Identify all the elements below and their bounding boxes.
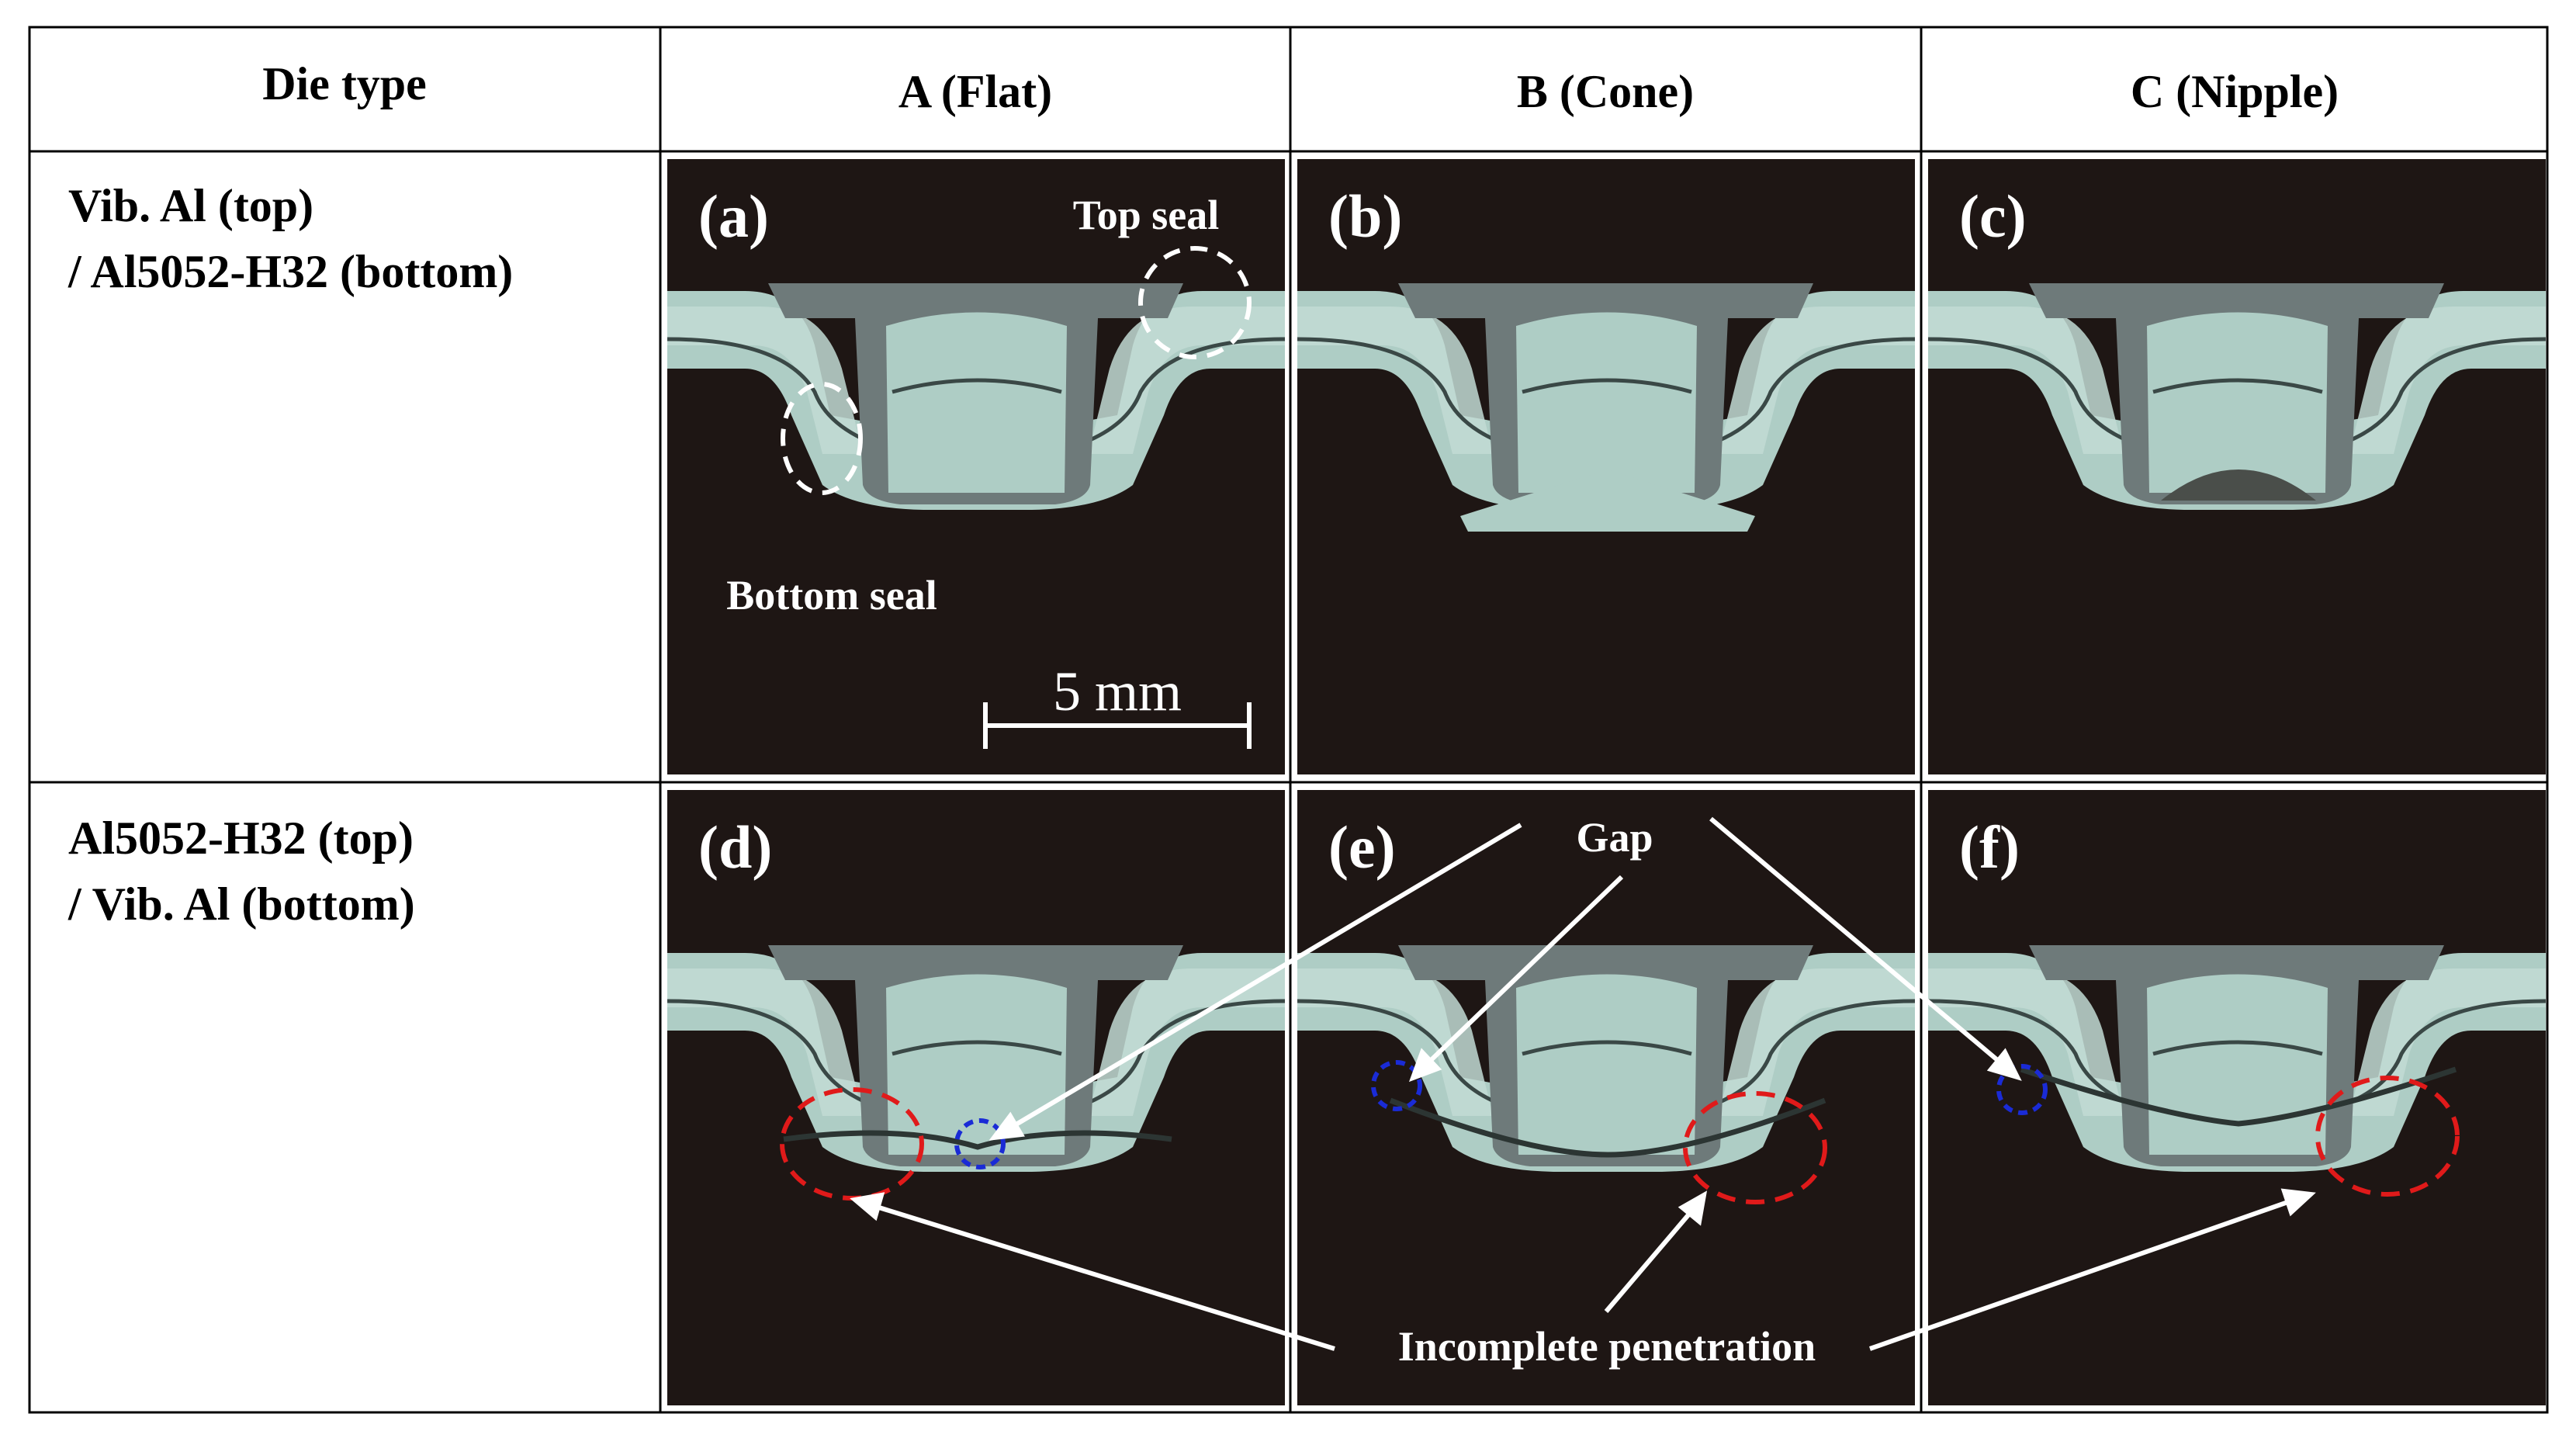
- panel-label-e: (e): [1328, 813, 1396, 881]
- bottom-seal-marker: [781, 382, 863, 495]
- gap-marker-d: [954, 1118, 1006, 1169]
- panel-label-d: (d): [698, 813, 772, 881]
- panel-f: (f): [1928, 790, 2546, 1405]
- scale-bar-label: 5 mm: [1053, 660, 1182, 722]
- incomplete-penetration-label: Incomplete penetration: [1398, 1323, 1816, 1370]
- header-col-a: A (Flat): [898, 66, 1052, 117]
- penetration-arrows: [850, 1188, 2316, 1351]
- row1-label-line1: Vib. Al (top): [68, 180, 313, 231]
- row2-label-line1: Al5052-H32 (top): [68, 813, 414, 864]
- bottom-seal-label: Bottom seal: [726, 572, 937, 618]
- top-seal-marker: [1138, 246, 1252, 359]
- row1-label-line2: / Al5052-H32 (bottom): [68, 246, 513, 297]
- top-seal-label: Top seal: [1073, 192, 1220, 238]
- gap-marker-f: [1996, 1064, 2048, 1115]
- panel-b: (b): [1297, 159, 1915, 774]
- gap-label: Gap: [1576, 814, 1653, 861]
- penetration-marker-e: [1683, 1091, 1827, 1204]
- table-grid: [28, 26, 2549, 1414]
- panel-d: (d): [667, 790, 1285, 1405]
- gap-marker-e: [1371, 1060, 1422, 1111]
- panel-c: (c): [1928, 159, 2546, 774]
- panel-label-b: (b): [1328, 182, 1402, 250]
- header-die-type: Die type: [262, 58, 427, 109]
- panel-a: (a): [667, 159, 1285, 774]
- gap-arrows: [989, 816, 2022, 1141]
- row2-label-line2: / Vib. Al (bottom): [68, 878, 415, 930]
- panel-label-a: (a): [698, 182, 769, 250]
- panel-e: (e): [1297, 790, 1915, 1405]
- scale-bar: [983, 702, 1252, 749]
- panel-label-c: (c): [1959, 182, 2027, 250]
- penetration-marker-f: [2315, 1076, 2460, 1197]
- panel-label-f: (f): [1959, 813, 2020, 881]
- header-col-b: B (Cone): [1517, 66, 1694, 117]
- header-col-c: C (Nipple): [2131, 66, 2339, 117]
